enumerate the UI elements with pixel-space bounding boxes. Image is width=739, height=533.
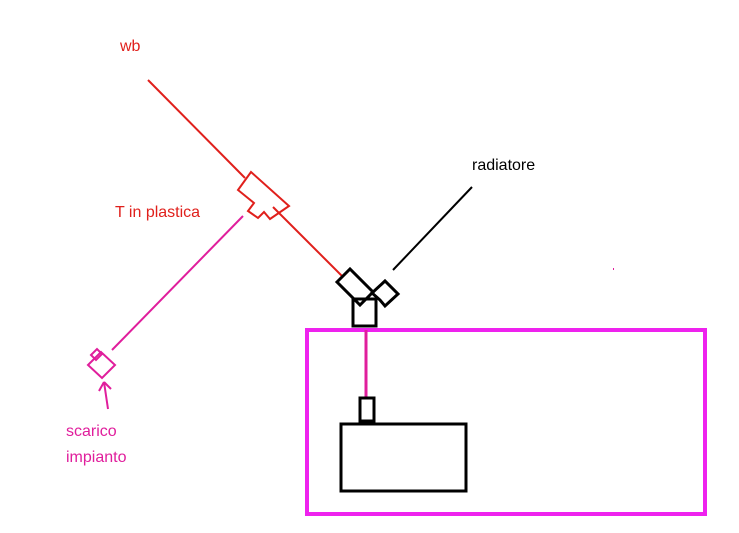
label-impianto: impianto — [66, 449, 127, 466]
radiator-pipe — [392, 186, 473, 271]
stray-mark — [613, 268, 614, 270]
label-scarico: scarico — [66, 423, 117, 440]
drain-valve-icon — [86, 347, 117, 380]
label-radiatore: radiatore — [472, 157, 535, 174]
label-wb: wb — [119, 38, 141, 55]
drain-pipe — [111, 215, 244, 351]
t-fitting-icon — [236, 170, 291, 221]
drain-arrow-icon — [98, 381, 112, 410]
wb-pipe — [147, 79, 246, 179]
tank-connector — [358, 396, 376, 423]
wb-pipe-lower — [272, 206, 344, 278]
y-fitting-icon — [334, 266, 401, 328]
label-t-in-plastica: T in plastica — [115, 204, 200, 221]
tank — [339, 422, 468, 493]
boiler-enclosure — [305, 328, 707, 516]
